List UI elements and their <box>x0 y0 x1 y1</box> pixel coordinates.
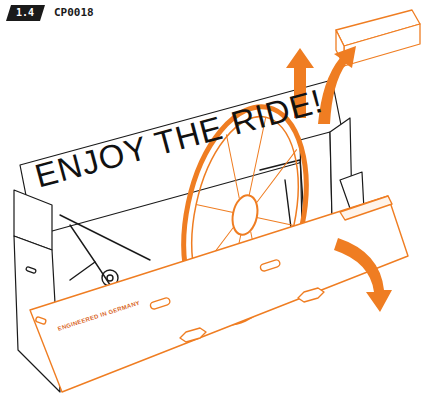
step-tag: 1.4 <box>6 5 45 21</box>
box-back-panel <box>20 80 346 236</box>
step-number: 1.4 <box>16 7 35 19</box>
box-front-flap <box>30 196 408 392</box>
part-code: CP0018 <box>54 6 94 19</box>
handle-slot <box>26 266 37 273</box>
